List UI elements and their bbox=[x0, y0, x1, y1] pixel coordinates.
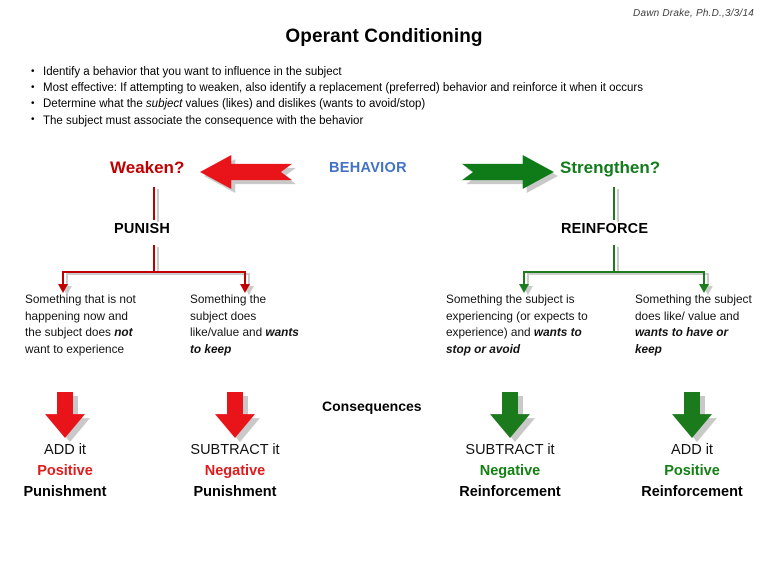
trunk-shadow bbox=[157, 247, 159, 274]
bullet-text-pre: Determine what the bbox=[43, 98, 146, 111]
desc-emphasis: not bbox=[114, 325, 133, 339]
outcome-type: Reinforcement bbox=[641, 484, 743, 500]
author-credit: Dawn Drake, Ph.D.,3/3/14 bbox=[633, 8, 754, 19]
bracket-bar-shadow bbox=[66, 273, 250, 275]
trunk-shadow bbox=[157, 189, 159, 222]
bracket-leg-shadow bbox=[248, 273, 250, 287]
punish-trunk-lower bbox=[153, 245, 159, 274]
outcome-valence: Positive bbox=[664, 463, 720, 479]
reinforce-label: REINFORCE bbox=[561, 221, 649, 237]
outcome-valence: Positive bbox=[37, 463, 93, 479]
bracket-arrow-tip-left bbox=[58, 284, 68, 293]
trunk-shadow bbox=[617, 189, 619, 222]
trunk-shadow bbox=[617, 247, 619, 274]
consequences-label: Consequences bbox=[322, 398, 422, 414]
desc-post: want to experience bbox=[25, 341, 125, 356]
desc-pre: Something the subject is experiencing (o… bbox=[446, 292, 588, 339]
trunk-line bbox=[153, 187, 155, 220]
trunk-line bbox=[613, 245, 615, 272]
page-title: Operant Conditioning bbox=[285, 26, 483, 47]
down-block-arrow-icon bbox=[45, 392, 90, 442]
list-item: Determine what the subject values (likes… bbox=[30, 96, 740, 112]
list-item: The subject must associate the consequen… bbox=[30, 112, 740, 129]
punish-trunk-upper bbox=[153, 187, 159, 222]
trunk-line bbox=[613, 187, 615, 220]
description-positive-punishment: Something that is not happening now and … bbox=[25, 291, 145, 357]
bracket-leg-left bbox=[523, 271, 525, 285]
list-item: Identify a behavior that you want to inf… bbox=[30, 63, 740, 80]
outcome-positive-reinforcement: ADD it Positive Reinforcement bbox=[617, 440, 767, 503]
description-positive-reinforcement: Something the subject does like/ value a… bbox=[635, 291, 755, 357]
trunk-line bbox=[153, 245, 155, 272]
bullet-text-emphasis: subject bbox=[145, 98, 183, 111]
list-item: Most effective: If attempting to weaken,… bbox=[30, 80, 740, 96]
desc-pre: Something that is not happening now and … bbox=[25, 292, 136, 339]
desc-emphasis: wants to have or keep bbox=[635, 325, 729, 356]
down-block-arrow-icon bbox=[672, 392, 717, 442]
desc-pre: Something the subject does like/ value a… bbox=[635, 292, 752, 323]
punish-label: PUNISH bbox=[114, 221, 170, 237]
bracket-leg-shadow bbox=[66, 273, 68, 287]
outcome-action: SUBTRACT it bbox=[190, 442, 280, 458]
outcome-action: SUBTRACT it bbox=[465, 442, 555, 458]
outcome-type: Punishment bbox=[193, 484, 277, 500]
desc-emphasis: wants to keep bbox=[190, 325, 299, 356]
right-block-arrow-icon bbox=[462, 155, 558, 193]
bracket-arrow-tip-left bbox=[519, 284, 529, 293]
outcome-valence: Negative bbox=[204, 463, 266, 479]
desc-pre: Something the subject does like/value an… bbox=[190, 292, 267, 339]
description-negative-reinforcement: Something the subject is experiencing (o… bbox=[446, 291, 609, 357]
outcome-negative-reinforcement: SUBTRACT it Negative Reinforcement bbox=[435, 440, 585, 503]
bracket-leg-left bbox=[62, 271, 64, 285]
description-negative-punishment: Something the subject does like/value an… bbox=[190, 291, 302, 357]
reinforce-trunk-upper bbox=[613, 187, 619, 222]
outcome-positive-punishment: ADD it Positive Punishment bbox=[0, 440, 140, 503]
reinforce-trunk-lower bbox=[613, 245, 619, 274]
behavior-label: BEHAVIOR bbox=[329, 160, 407, 176]
left-block-arrow-icon bbox=[200, 155, 296, 193]
bullet-text-post: values (likes) and dislikes (wants to av… bbox=[182, 98, 426, 111]
outcome-negative-punishment: SUBTRACT it Negative Punishment bbox=[160, 440, 310, 503]
bracket-leg-shadow bbox=[707, 273, 709, 287]
bullet-list: Identify a behavior that you want to inf… bbox=[30, 63, 740, 129]
down-block-arrow-icon bbox=[215, 392, 260, 442]
outcome-action: ADD it bbox=[44, 442, 86, 458]
strengthen-label: Strengthen? bbox=[560, 158, 661, 177]
down-block-arrow-icon bbox=[490, 392, 535, 442]
bracket-leg-right bbox=[244, 271, 246, 285]
desc-emphasis: wants to stop or avoid bbox=[446, 325, 582, 356]
outcome-type: Reinforcement bbox=[459, 484, 561, 500]
bracket-leg-shadow bbox=[527, 273, 529, 287]
outcome-type: Punishment bbox=[23, 484, 107, 500]
bracket-arrow-tip-right bbox=[699, 284, 709, 293]
outcome-valence: Negative bbox=[479, 463, 541, 479]
bracket-arrow-tip-right bbox=[240, 284, 250, 293]
weaken-label: Weaken? bbox=[110, 158, 185, 177]
bracket-leg-right bbox=[703, 271, 705, 285]
bracket-bar bbox=[523, 271, 705, 273]
outcome-action: ADD it bbox=[671, 442, 713, 458]
bracket-bar bbox=[62, 271, 246, 273]
bracket-bar-shadow bbox=[527, 273, 709, 275]
